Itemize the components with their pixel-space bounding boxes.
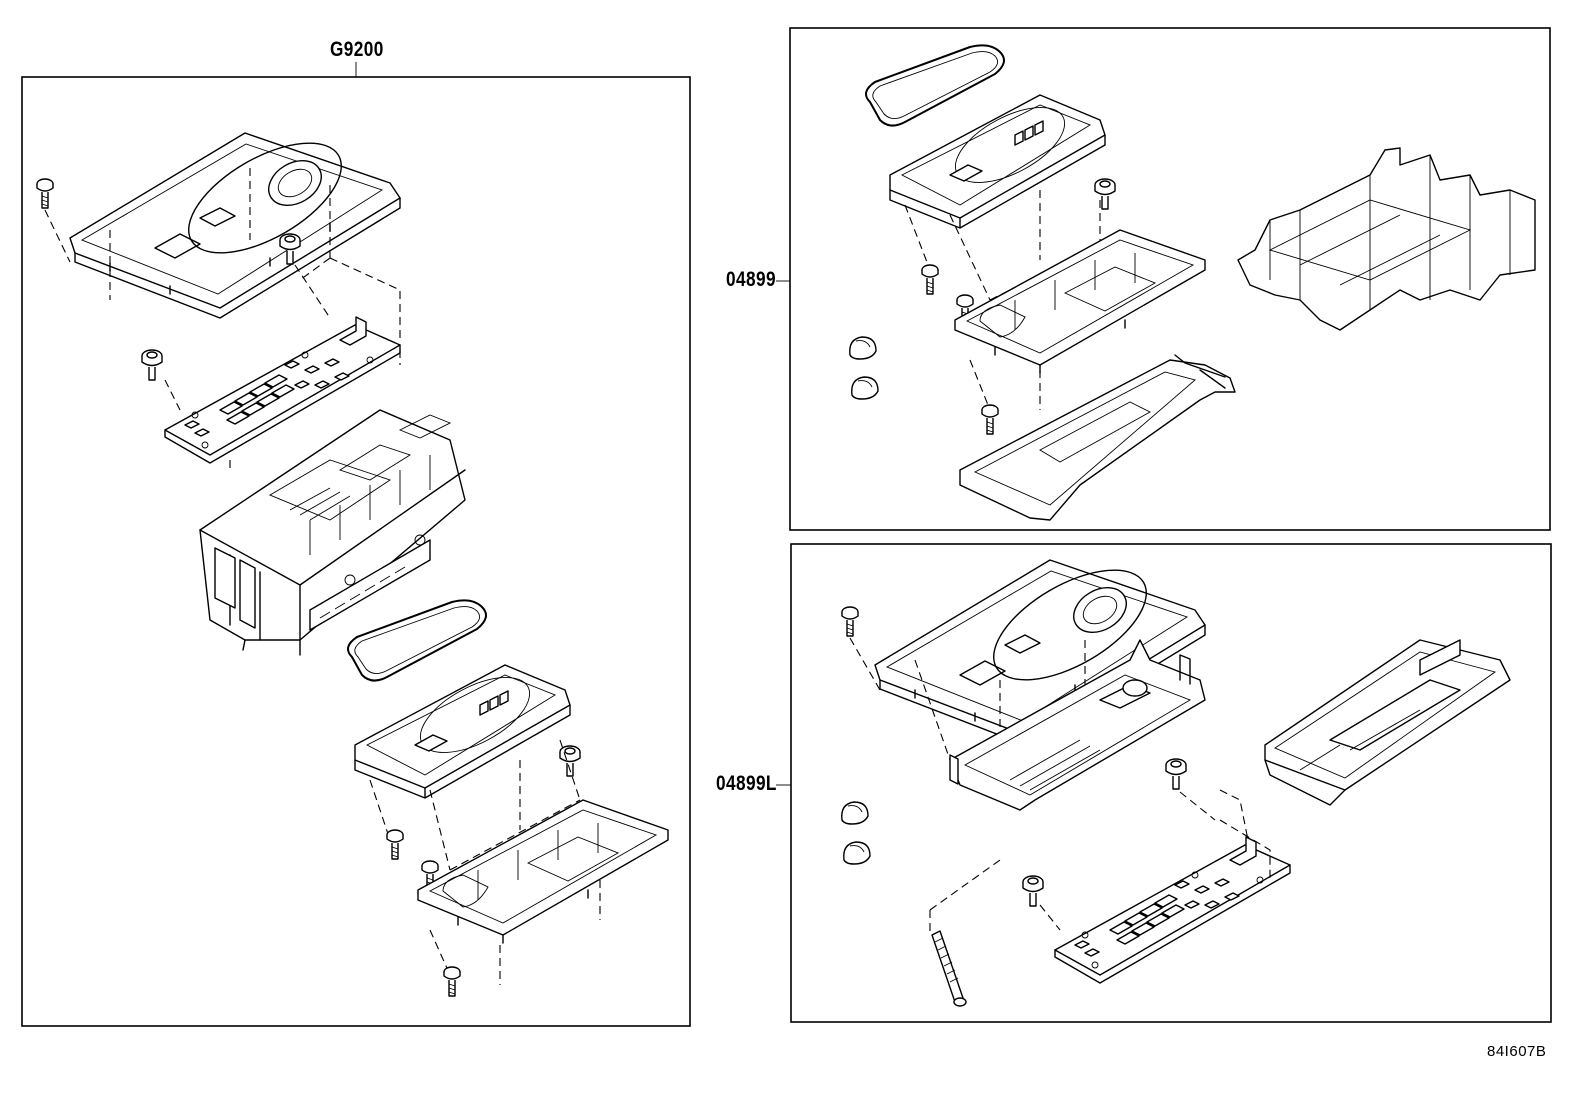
- screw-icon: [981, 404, 999, 435]
- insulator-board: [1264, 639, 1511, 806]
- screw-icon: [841, 606, 859, 637]
- screw-icon: [386, 829, 404, 860]
- g9200-exploded-view: [36, 120, 669, 997]
- frame-04899l: [790, 543, 1552, 1023]
- assembly-label-04899l: 04899L: [716, 772, 777, 795]
- cap-icon: [849, 336, 877, 360]
- screw-icon: [921, 264, 939, 295]
- cap-icon: [851, 376, 879, 400]
- lower-case: [417, 799, 669, 944]
- circuit-board: [1054, 836, 1291, 984]
- inverter-housing: [199, 409, 466, 656]
- bolt-icon: [1165, 758, 1187, 790]
- screw-icon: [443, 966, 461, 997]
- gasket-icon: [865, 44, 1005, 127]
- 04899-exploded-view: [849, 44, 1536, 521]
- screw-icon: [36, 178, 54, 209]
- assembly-label-g9200: G9200: [330, 38, 384, 61]
- assembly-label-04899: 04899: [726, 268, 776, 291]
- gasket-icon: [347, 599, 487, 682]
- upper-bracket-cover: [354, 661, 571, 799]
- holder-frame: [949, 639, 1206, 811]
- bolt-icon: [1022, 875, 1044, 907]
- bolt-icon: [1094, 178, 1116, 210]
- bottom-plate: [959, 354, 1236, 521]
- 04899l-exploded-view: [841, 547, 1511, 1007]
- drawing-code: 84I607B: [1487, 1043, 1547, 1060]
- bolt-icon: [141, 349, 163, 381]
- cap-icon: [841, 801, 869, 825]
- lower-case: [954, 229, 1206, 374]
- top-cover: [69, 120, 401, 319]
- insulator-sheet: [1237, 147, 1536, 331]
- cap-icon: [843, 841, 871, 865]
- frame-04899: [789, 27, 1551, 531]
- long-bolt: [929, 910, 967, 1007]
